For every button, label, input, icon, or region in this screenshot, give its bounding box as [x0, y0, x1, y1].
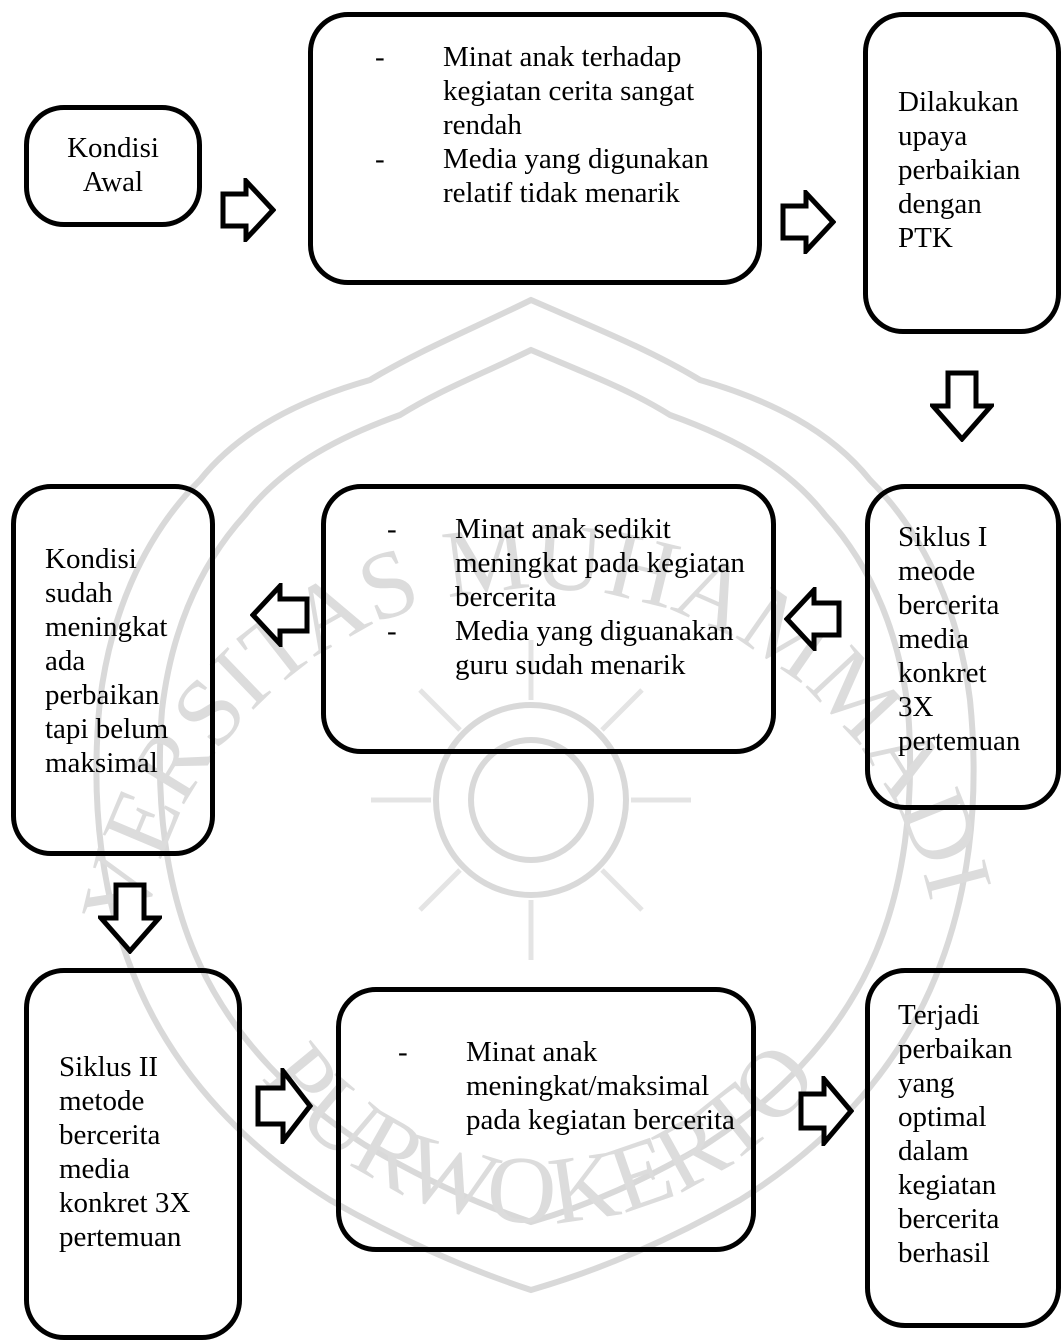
arrow-left-icon — [784, 587, 842, 651]
text-line: perbaikan — [898, 1033, 1013, 1065]
text-line: kegiatan — [898, 1169, 997, 1201]
box-siklus2-hasil — [336, 987, 756, 1252]
text-line: konkret 3X — [59, 1187, 191, 1219]
box-siklus-1 — [865, 484, 1061, 810]
text-line: bercerita — [59, 1119, 161, 1151]
box-siklus-2-text: Siklus II metode bercerita media konkret… — [59, 1050, 239, 1254]
text-line: sudah — [45, 577, 113, 609]
arrow-right-icon — [255, 1068, 313, 1144]
box-siklus-1-text: Siklus I meode bercerita media konkret 3… — [898, 520, 1062, 758]
box-siklus-2 — [24, 968, 242, 1340]
text-line: maksimal — [45, 747, 158, 779]
box-hasil-akhir-text: Terjadi perbaikan yang optimal dalam keg… — [898, 998, 1062, 1270]
text-line: Kondisi — [67, 132, 159, 164]
arrow-right-icon — [220, 178, 276, 242]
box-siklus2-hasil-list: Minat anak meningkat/maksimal pada kegia… — [398, 1035, 743, 1137]
box-siklus1-hasil-list: Minat anak sedikit meningkat pada kegiat… — [387, 512, 762, 682]
box-kondisi-awal — [24, 105, 202, 227]
text-line: PTK — [898, 222, 953, 254]
text-line: metode — [59, 1085, 145, 1117]
arrow-left-icon — [250, 583, 310, 647]
box-kondisi-meningkat — [11, 484, 215, 856]
box-siklus1-hasil — [321, 484, 776, 754]
list-item: Media yang diguanakan guru sudah menarik — [387, 614, 762, 682]
text-line: Kondisi — [45, 543, 137, 575]
text-line: perbaikian — [898, 154, 1021, 186]
text-line: Siklus II — [59, 1051, 159, 1083]
box-kondisi-awal-detail-list: Minat anak terhadap kegiatan cerita sang… — [375, 40, 750, 210]
list-item: Minat anak sedikit meningkat pada kegiat… — [387, 512, 762, 614]
text-line: berhasil — [898, 1237, 990, 1269]
text-line: dalam — [898, 1135, 969, 1167]
arrow-down-icon — [98, 882, 162, 954]
box-kondisi-awal-detail — [308, 12, 762, 285]
box-upaya-ptk — [863, 12, 1061, 334]
text-line: konkret — [898, 657, 987, 689]
list-item: Minat anak terhadap kegiatan cerita sang… — [375, 40, 750, 142]
text-line: media — [59, 1153, 130, 1185]
text-line: Terjadi — [898, 999, 980, 1031]
text-line: Awal — [82, 166, 144, 198]
arrow-right-icon — [780, 190, 836, 254]
text-line: meode — [898, 555, 976, 587]
text-line: 3X — [898, 691, 934, 723]
text-line: Siklus I — [898, 521, 988, 553]
box-upaya-ptk-text: Dilakukan upaya perbaikian dengan PTK — [898, 85, 1062, 255]
text-line: meningkat — [45, 611, 168, 643]
text-line: tapi belum — [45, 713, 169, 745]
text-line: pertemuan — [59, 1221, 182, 1253]
box-kondisi-meningkat-text: Kondisi sudah meningkat ada perbaikan ta… — [45, 542, 213, 780]
text-line: media — [898, 623, 969, 655]
box-hasil-akhir — [865, 968, 1061, 1328]
text-line: bercerita — [898, 589, 1000, 621]
list-item: Media yang digunakan relatif tidak menar… — [375, 142, 750, 210]
text-line: pertemuan — [898, 725, 1021, 757]
text-line: bercerita — [898, 1203, 1000, 1235]
text-line: upaya — [898, 120, 968, 152]
text-line: dengan — [898, 188, 982, 220]
text-line: optimal — [898, 1101, 987, 1133]
list-item: Minat anak meningkat/maksimal pada kegia… — [398, 1035, 743, 1137]
text-line: perbaikan — [45, 679, 160, 711]
text-line: yang — [898, 1067, 955, 1099]
arrow-right-icon — [798, 1076, 854, 1146]
text-line: ada — [45, 645, 86, 677]
text-line: Dilakukan — [898, 86, 1019, 118]
arrow-down-icon — [930, 370, 994, 442]
box-kondisi-awal-text: Kondisi Awal — [24, 131, 202, 199]
